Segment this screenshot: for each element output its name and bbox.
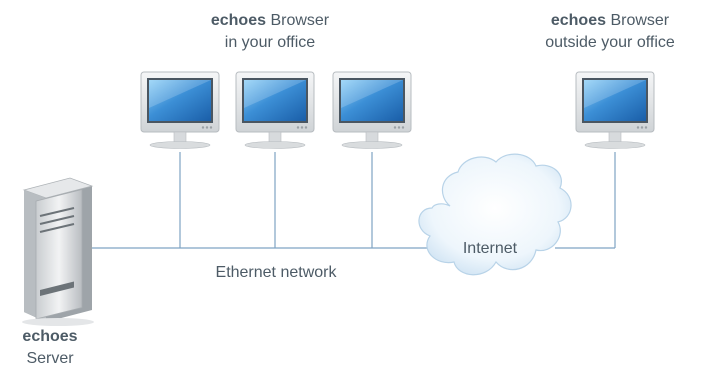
monitor-icon (332, 71, 412, 149)
outside-title: Browser (610, 12, 670, 29)
outside-brand: echoes (550, 12, 606, 29)
office-subtitle: in your office (224, 34, 316, 51)
office-brand: echoes (210, 12, 266, 29)
outside-subtitle: outside your office (545, 34, 675, 51)
ethernet-network-label: Ethernet network (215, 264, 337, 281)
server-subtitle: Server (26, 350, 74, 367)
server-tower-icon (22, 177, 94, 326)
monitor-icon (235, 71, 315, 149)
office-title: Browser (270, 12, 330, 29)
server-brand: echoes (22, 328, 78, 345)
outside-browser-label: echoes Browser outside your office (524, 10, 696, 54)
server-label: echoes Server (10, 326, 90, 370)
monitor-icon (140, 71, 220, 149)
monitor-icon (575, 71, 655, 149)
network-lines (90, 152, 616, 249)
cloud-icon (418, 153, 572, 276)
internet-label: Internet (462, 240, 518, 257)
office-browser-label: echoes Browser in your office (184, 10, 356, 54)
